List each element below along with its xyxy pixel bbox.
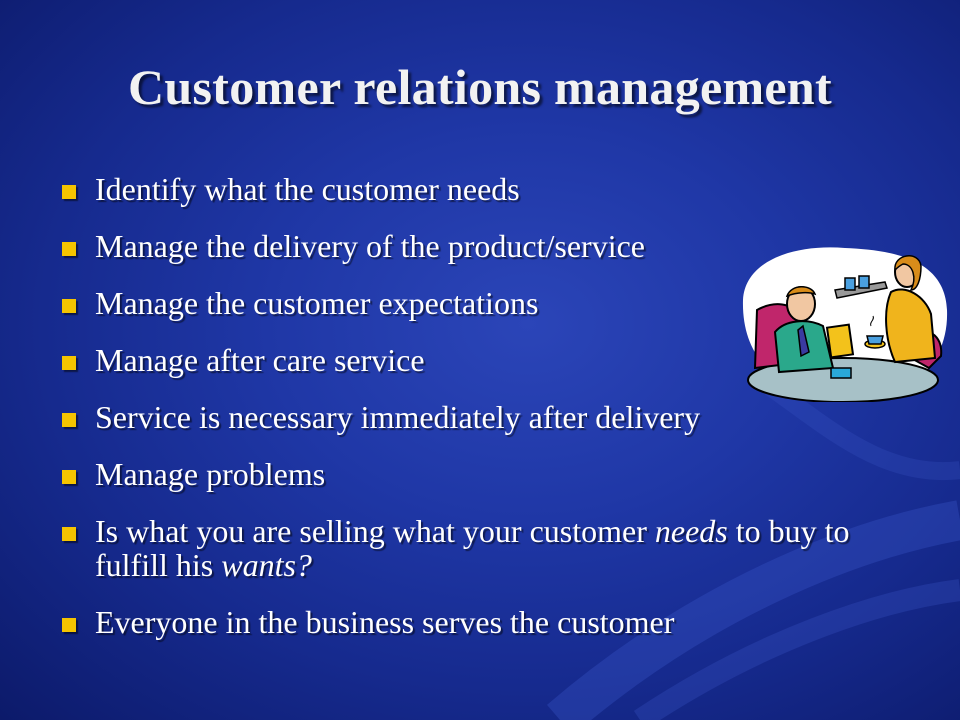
- square-bullet-icon: [62, 527, 76, 541]
- bullet-item: Manage after care service: [62, 343, 922, 377]
- bullet-text-part: Is what you are selling what your custom…: [95, 513, 655, 549]
- square-bullet-icon: [62, 413, 76, 427]
- bullet-text: Identify what the customer needs: [95, 171, 520, 207]
- bullet-text: Manage the delivery of the product/servi…: [95, 228, 645, 264]
- bullet-emphasis: wants?: [221, 547, 312, 583]
- square-bullet-icon: [62, 356, 76, 370]
- bullet-emphasis: needs: [654, 513, 728, 549]
- bullet-list: Identify what the customer needs Manage …: [62, 172, 922, 662]
- bullet-item: Manage the delivery of the product/servi…: [62, 229, 922, 263]
- customer-service-clipart-icon: [742, 247, 948, 402]
- bullet-text: Everyone in the business serves the cust…: [95, 604, 675, 640]
- bullet-item: Identify what the customer needs: [62, 172, 922, 206]
- bullet-item: Manage the customer expectations: [62, 286, 922, 320]
- bullet-item: Everyone in the business serves the cust…: [62, 605, 922, 639]
- bullet-item: Manage problems: [62, 457, 922, 491]
- bullet-text: Manage the customer expectations: [95, 285, 539, 321]
- square-bullet-icon: [62, 470, 76, 484]
- bullet-text: Manage problems: [95, 456, 326, 492]
- square-bullet-icon: [62, 618, 76, 632]
- square-bullet-icon: [62, 242, 76, 256]
- bullet-item: Is what you are selling what your custom…: [62, 514, 922, 582]
- square-bullet-icon: [62, 299, 76, 313]
- bullet-text: Manage after care service: [95, 342, 425, 378]
- bullet-text-part: to buy to fulfill his: [95, 513, 850, 583]
- bullet-item: Service is necessary immediately after d…: [62, 400, 922, 434]
- slide-title: Customer relations management: [128, 59, 832, 115]
- bullet-text: Service is necessary immediately after d…: [95, 399, 701, 435]
- bullet-text: Is what you are selling what your custom…: [95, 513, 850, 583]
- square-bullet-icon: [62, 185, 76, 199]
